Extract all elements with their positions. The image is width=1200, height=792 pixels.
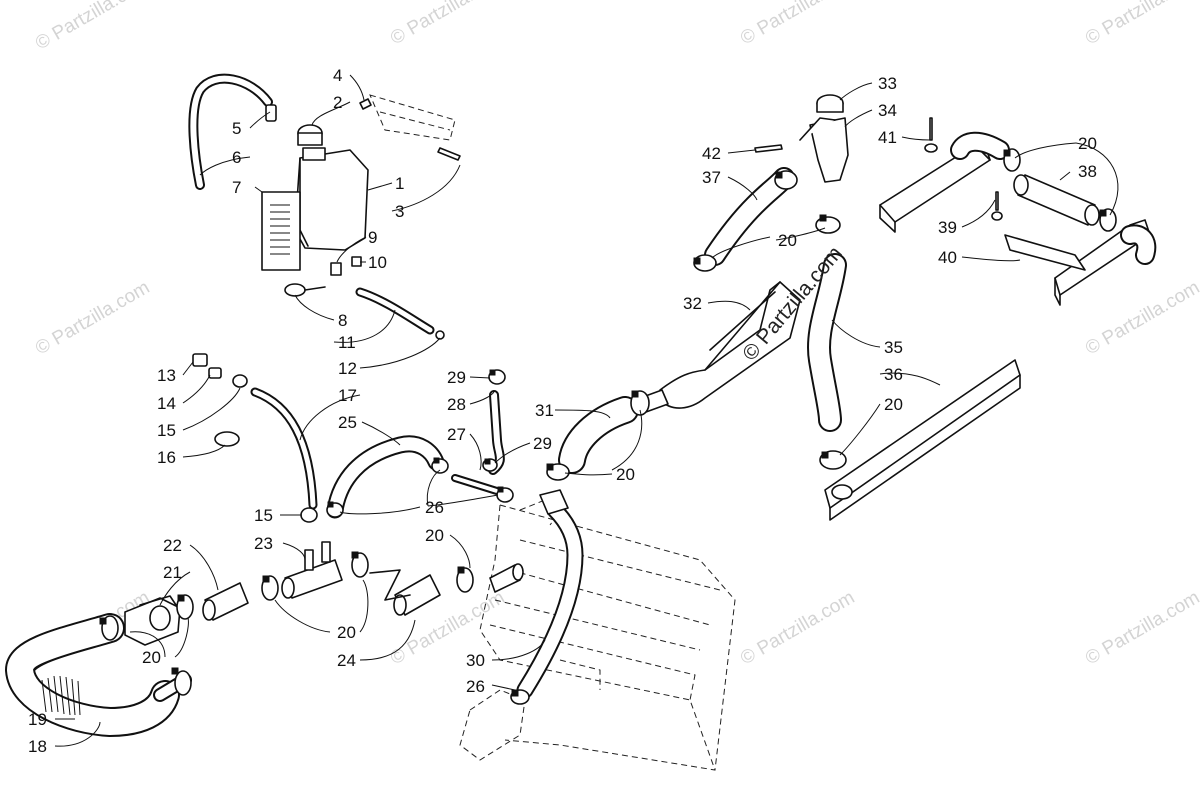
callout-12: 12 (338, 359, 357, 378)
callout-21: 21 (163, 563, 182, 582)
watermarks: © Partzilla.com © Partzilla.com © Partzi… (32, 0, 1200, 669)
hose-38 (1017, 174, 1096, 226)
callout-29: 29 (447, 368, 466, 387)
callout-19: 19 (28, 710, 47, 729)
clamp (510, 689, 530, 705)
callout-35: 35 (884, 338, 903, 357)
heat-exchanger-right (879, 117, 1157, 306)
clamp (351, 551, 369, 578)
callout-9: 9 (368, 228, 377, 247)
clamp (99, 615, 119, 641)
callout-39: 39 (938, 218, 957, 237)
hose-25 (326, 435, 445, 519)
callout-6: 6 (232, 148, 241, 167)
callout-16: 16 (157, 448, 176, 467)
callout-2: 2 (333, 93, 342, 112)
callout-20: 20 (616, 465, 635, 484)
watermark: © Partzilla.com (32, 0, 153, 54)
callout-37: 37 (702, 168, 721, 187)
watermark: © Partzilla.com (1082, 587, 1200, 669)
callout-8: 8 (338, 311, 347, 330)
watermark: © Partzilla.com (387, 0, 508, 49)
callout-41: 41 (878, 128, 897, 147)
leader-lines (54, 74, 1119, 747)
watermark: © Partzilla.com (1082, 277, 1200, 359)
callout-33: 33 (878, 74, 897, 93)
callout-31: 31 (535, 401, 554, 420)
callout-20: 20 (142, 648, 161, 667)
callout-1: 1 (395, 174, 404, 193)
filler-neck (809, 117, 849, 183)
callout-34: 34 (878, 101, 897, 120)
watermark: © Partzilla.com (1082, 0, 1200, 49)
callout-labels: 4 2 5 6 7 1 3 9 10 8 11 12 13 14 15 16 1… (28, 66, 1097, 756)
callout-25: 25 (338, 413, 357, 432)
coolant-tank (294, 149, 369, 251)
clamp (261, 575, 279, 601)
hose-30 (516, 489, 584, 699)
callout-14: 14 (157, 394, 176, 413)
clamp (630, 390, 650, 416)
callout-36: 36 (884, 365, 903, 384)
watermark: © Partzilla.com (737, 587, 858, 669)
callout-3: 3 (395, 202, 404, 221)
callout-38: 38 (1078, 162, 1097, 181)
clamp (496, 486, 514, 503)
clamp (326, 501, 344, 518)
callout-4: 4 (333, 66, 342, 85)
callout-20: 20 (778, 231, 797, 250)
callout-22: 22 (163, 536, 182, 555)
callout-7: 7 (232, 178, 241, 197)
callout-15: 15 (254, 506, 273, 525)
clamp (488, 369, 506, 385)
cap-and-fittings (192, 353, 318, 523)
callout-40: 40 (938, 248, 957, 267)
watermark: © Partzilla.com (32, 277, 153, 359)
bellows-section (41, 675, 81, 716)
lower-hose-assembly (5, 541, 524, 737)
tunnel-outline (459, 499, 736, 771)
clamp (546, 463, 570, 481)
callout-17: 17 (338, 386, 357, 405)
callout-20: 20 (337, 623, 356, 642)
callout-28: 28 (447, 395, 466, 414)
callout-10: 10 (368, 253, 387, 272)
overflow-tank-assembly (188, 73, 461, 340)
callout-30: 30 (466, 651, 485, 670)
callout-26: 26 (466, 677, 485, 696)
callout-18: 18 (28, 737, 47, 756)
callout-20: 20 (884, 395, 903, 414)
callout-11: 11 (338, 333, 356, 352)
clamp (1003, 148, 1021, 172)
clamp (819, 450, 847, 470)
clamp (431, 457, 449, 474)
callout-13: 13 (157, 366, 176, 385)
hose-clamps (99, 148, 1117, 705)
tank-decal (261, 191, 301, 271)
callout-29: 29 (533, 434, 552, 453)
callout-24: 24 (337, 651, 356, 670)
clamp (1099, 208, 1117, 232)
clamp (693, 254, 717, 272)
watermark: © Partzilla.com (737, 0, 858, 49)
callout-20: 20 (425, 526, 444, 545)
clamp (774, 170, 798, 190)
clamp (482, 458, 498, 472)
callout-26: 26 (425, 498, 444, 517)
callout-32: 32 (683, 294, 702, 313)
callout-27: 27 (447, 425, 466, 444)
hose-fitting (265, 104, 277, 122)
callout-42: 42 (702, 144, 721, 163)
clamp (176, 594, 194, 620)
callout-5: 5 (232, 119, 241, 138)
callout-15: 15 (157, 421, 176, 440)
hose-31 (558, 396, 639, 474)
callout-23: 23 (254, 534, 273, 553)
radiator-36 (824, 359, 1021, 521)
clamp (171, 667, 192, 696)
callout-20: 20 (1078, 134, 1097, 153)
clamp (456, 566, 474, 593)
